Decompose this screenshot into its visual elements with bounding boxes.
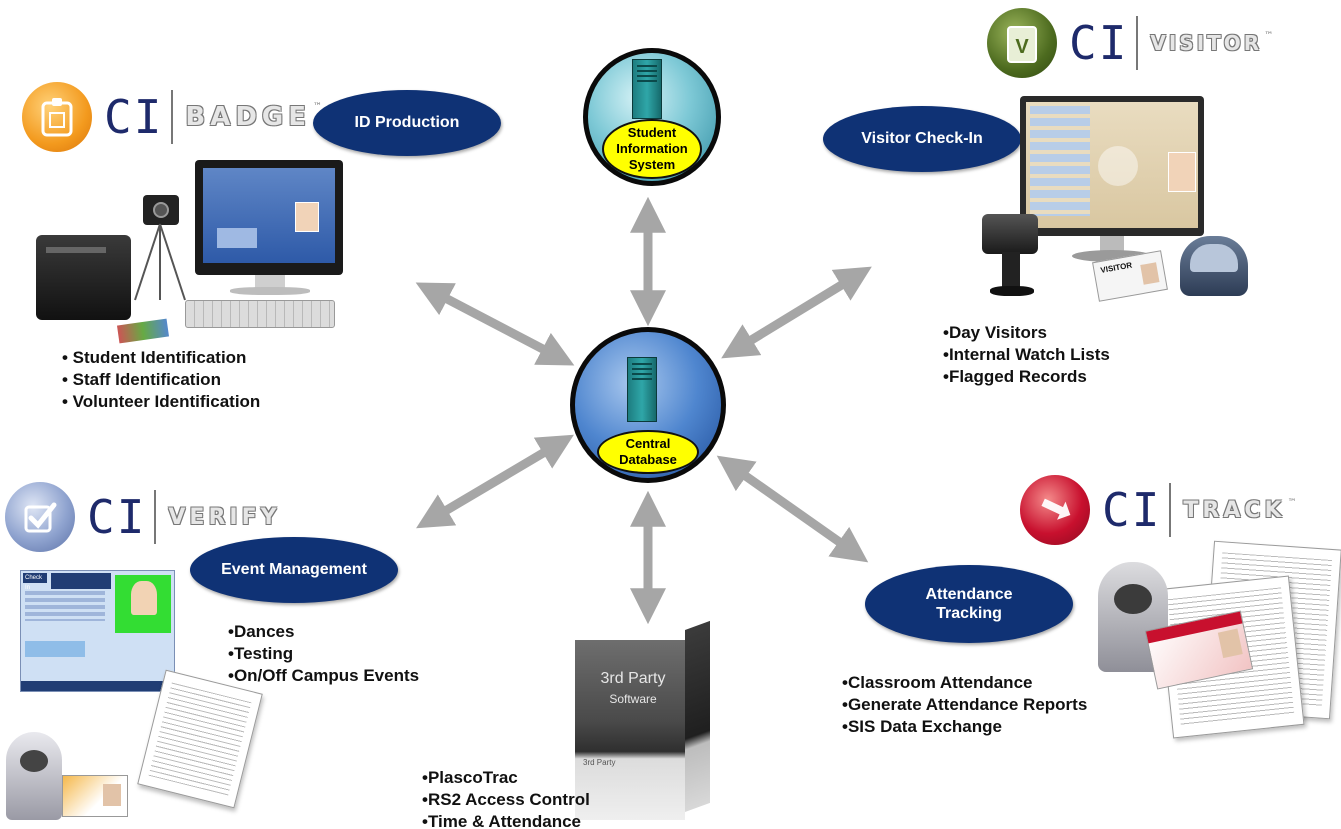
badge-equipment [30,160,350,350]
barcode-scanner [6,732,62,820]
third-party-bullet: •PlascoTrac [422,768,518,787]
visitor-photo [1168,152,1196,192]
third-party-bullet: •RS2 Access Control [422,790,590,809]
keyboard [185,300,335,328]
verify-bullet: •Dances [228,622,295,641]
verify-logo-word: VERIFY [168,504,281,530]
visitor-logo-ci: CI [1069,16,1129,70]
card-printer [36,235,131,320]
badge-logo-tm: ™ [313,102,323,112]
badge-bullet: • Volunteer Identification [62,392,261,411]
verify-bullet: •On/Off Campus Events [228,666,420,685]
visitor-bullets: •Day Visitors •Internal Watch Lists •Fla… [943,322,1110,388]
attendance-tracking-oval: Attendance Tracking [865,565,1073,643]
verify-logo: CI VERIFY [5,482,281,552]
third-party-box-footer: 3rd Party [583,758,616,767]
visitor-bullet: •Flagged Records [943,367,1087,386]
badge-screen [203,168,335,263]
camera [143,195,179,225]
visitor-badge-text: VISITOR [1099,260,1133,275]
visitor-equipment: VISITOR [980,96,1280,306]
verify-logo-icon [5,482,75,552]
track-logo-ci: CI [1102,483,1162,537]
server-icon [632,59,662,119]
track-logo-tm: ™ [1287,497,1297,508]
badge-logo-icon [22,82,92,152]
third-party-bullets: •PlascoTrac •RS2 Access Control •Time & … [422,767,590,829]
badge-logo-ci: CI [104,90,164,144]
student-id-card [62,775,128,817]
visitor-bullet: •Day Visitors [943,323,1047,342]
id-cards [116,318,170,344]
verify-tab-check-in[interactable]: Check In [23,573,47,591]
badge-bullet: • Staff Identification [62,370,221,389]
arrow-verify [416,434,574,529]
visitor-bullet: •Internal Watch Lists [943,345,1110,364]
tripod [134,223,186,301]
badge-photo [295,202,319,232]
verify-bullets: •Dances •Testing •On/Off Campus Events [228,621,419,687]
badge-bullet: • Student Identification [62,348,247,367]
arrow-track [716,455,869,563]
svg-text:V: V [1015,36,1029,58]
track-logo-icon [1020,475,1090,545]
visitor-logo-icon: V [987,8,1057,78]
track-bullets: •Classroom Attendance •Generate Attendan… [842,672,1087,738]
sis-label: Student Information System [602,119,702,179]
visitor-logo-word-text: VISITOR [1150,31,1263,55]
signature-pad [982,214,1038,254]
track-logo-separator [1169,483,1172,537]
arrow-badge [415,282,575,366]
sis-node: Student Information System [583,48,721,186]
visitor-screen [1026,102,1198,228]
id-production-oval: ID Production [313,90,501,156]
event-management-oval: Event Management [190,537,398,603]
verify-logo-separator [154,490,157,544]
badge-logo-separator [171,90,174,144]
visitor-logo-separator [1136,16,1139,70]
visitor-check-in-oval: Visitor Check-In [823,106,1021,172]
track-bullet: •Classroom Attendance [842,673,1033,692]
third-party-software-box: 3rd Party Software 3rd Party [575,620,710,820]
label-printer [1180,236,1248,296]
verify-photo-frame [115,575,171,633]
track-logo-word-text: TRACK [1183,497,1286,523]
central-database-label: Central Database [597,430,699,474]
track-bullet: •SIS Data Exchange [842,717,1002,736]
badge-bullets: • Student Identification • Staff Identif… [62,347,260,413]
badge-monitor [195,160,343,275]
third-party-box-subtitle: Software [609,692,657,706]
third-party-box-title: 3rd Party [600,670,666,687]
central-database-node: Central Database [570,327,726,483]
visitor-monitor [1020,96,1204,236]
third-party-bullet: •Time & Attendance [422,812,581,829]
server-icon [627,357,657,422]
verify-logo-ci: CI [87,490,147,544]
badge-logo-word-text: BADGE [185,102,312,132]
verify-bullet: •Testing [228,644,294,663]
verify-screen: Check In [20,570,175,692]
visitor-logo-tm: ™ [1264,31,1274,41]
arrow-visitor [721,266,872,359]
track-bullet: •Generate Attendance Reports [842,695,1088,714]
